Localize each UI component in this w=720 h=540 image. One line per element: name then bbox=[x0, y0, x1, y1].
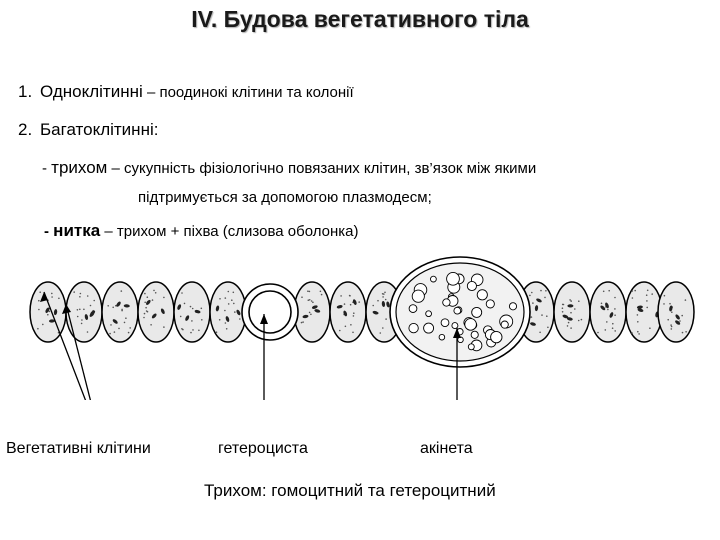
heterocyst bbox=[241, 283, 299, 341]
item-number: 1. bbox=[18, 82, 33, 101]
item-multicellular: 2. Багатоклітинні: bbox=[18, 120, 158, 140]
label-akinete: акінета bbox=[420, 440, 473, 457]
item-number: 2. bbox=[18, 120, 33, 139]
vegetative-cell bbox=[589, 281, 627, 343]
label-vegetative-cells: Вегетативні клітини bbox=[6, 440, 151, 457]
vegetative-cell bbox=[173, 281, 211, 343]
filament-def: – трихом + піхва (слизова оболонка) bbox=[100, 223, 359, 240]
trichome-term: трихом bbox=[51, 158, 108, 177]
vegetative-cell bbox=[137, 281, 175, 343]
akinete-granules bbox=[408, 271, 518, 352]
bullet-dash: - bbox=[44, 223, 54, 240]
page-title: IV. Будова вегетативного тіла bbox=[191, 6, 529, 32]
vegetative-cell bbox=[65, 281, 103, 343]
trichome-definition: - трихом – сукупність фізіологічно повяз… bbox=[42, 158, 536, 178]
vegetative-cell bbox=[101, 281, 139, 343]
vegetative-cell bbox=[329, 281, 367, 343]
bullet-dash: - bbox=[42, 160, 52, 177]
trichome-def-line2: підтримується за допомогою плазмодесм; bbox=[138, 189, 432, 206]
trichome-types: Трихом: гомоцитний та гетероцитний bbox=[204, 481, 496, 501]
trichome-illustration bbox=[18, 248, 698, 439]
item-unicellular: 1. Одноклітинні – поодинокі клітини та ко… bbox=[18, 82, 354, 102]
trichome-word: Трихом bbox=[204, 481, 262, 500]
item-heading: Одноклітинні bbox=[40, 82, 143, 101]
trichome-types-text: : гомоцитний та гетероцитний bbox=[261, 481, 496, 500]
akinete bbox=[389, 256, 531, 368]
vegetative-cell bbox=[293, 281, 331, 343]
vegetative-cells bbox=[29, 281, 695, 343]
filament-drawing bbox=[29, 256, 695, 439]
item-heading: Багатоклітинні: bbox=[40, 120, 159, 139]
item-description: – поодинокі клітини та колонії bbox=[142, 84, 354, 101]
arrow-heads bbox=[40, 292, 461, 338]
trichome-def-line1: – сукупність фізіологічно повязаних кліт… bbox=[107, 160, 537, 177]
label-heterocyst: гетероциста bbox=[218, 440, 308, 457]
vegetative-cell bbox=[553, 281, 591, 343]
filament-term: нитка bbox=[53, 221, 101, 240]
filament-definition: - нитка – трихом + піхва (слизова оболон… bbox=[44, 221, 359, 241]
vegetative-cell bbox=[657, 281, 695, 343]
